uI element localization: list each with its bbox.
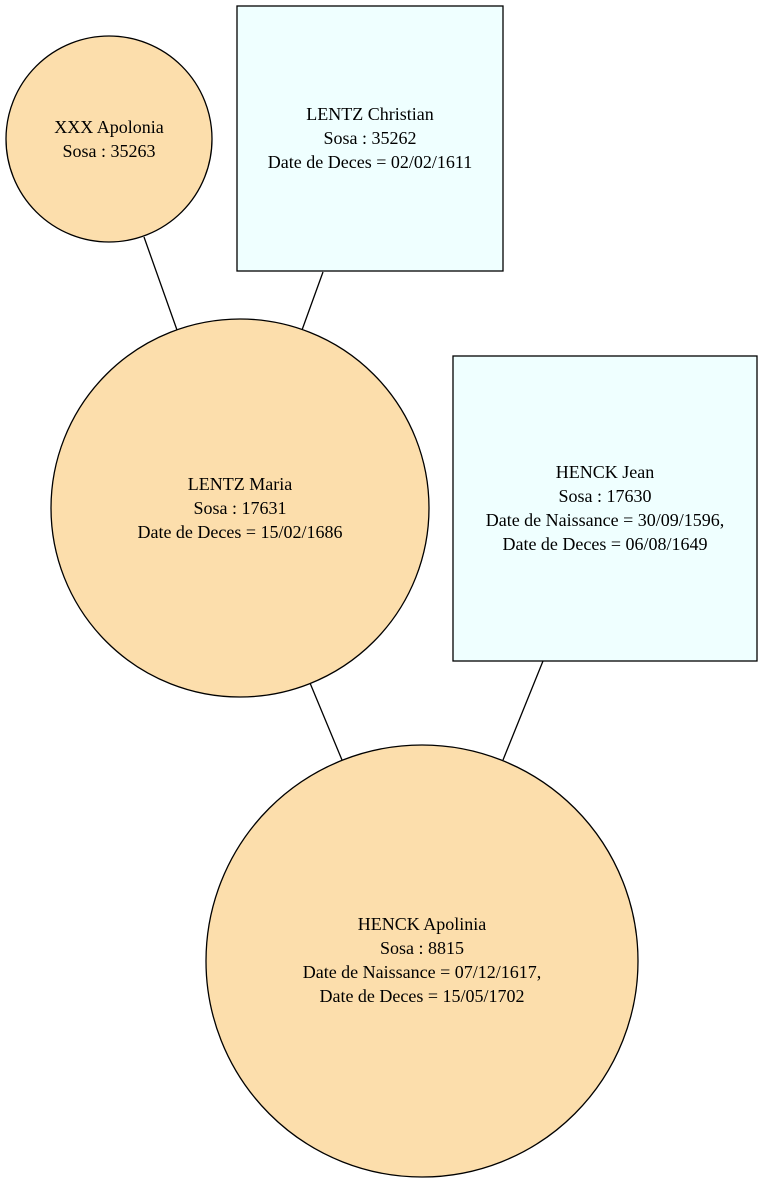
sosa-number: Sosa : 17631 (193, 498, 287, 518)
sosa-number: Sosa : 8815 (379, 938, 464, 958)
person-name: XXX Apolonia (54, 117, 164, 137)
node-apolonia-label: XXX Apolonia Sosa : 35263 (9, 89, 209, 189)
person-name: HENCK Apolinia (357, 914, 487, 934)
node-maria-label: LENTZ Maria Sosa : 17631 Date de Deces =… (90, 458, 390, 558)
death-date: Date de Deces = 15/05/1702 (319, 986, 525, 1006)
person-name: LENTZ Christian (306, 104, 434, 124)
person-name: HENCK Jean (555, 462, 655, 482)
sosa-number: Sosa : 17630 (558, 486, 652, 506)
node-apolinia-label: HENCK Apolinia Sosa : 8815 Date de Naiss… (252, 910, 592, 1010)
node-apolinia-circle (205, 744, 639, 1178)
death-date: Date de Deces = 15/02/1686 (137, 522, 343, 542)
sosa-number: Sosa : 35262 (323, 128, 417, 148)
birth-date: Date de Naissance = 07/12/1617, (302, 962, 542, 982)
node-christian-box (236, 5, 504, 272)
edge-jean-apolinia (502, 660, 544, 761)
node-apolonia-circle (5, 35, 213, 243)
death-date: Date de Deces = 02/02/1611 (267, 152, 473, 172)
death-date: Date de Deces = 06/08/1649 (502, 534, 708, 554)
edge-christian-maria (301, 271, 324, 331)
edge-maria-apolinia (309, 682, 343, 761)
node-jean-box (452, 355, 758, 662)
node-jean-label: HENCK Jean Sosa : 17630 Date de Naissanc… (453, 458, 757, 558)
person-name: LENTZ Maria (187, 474, 293, 494)
birth-date: Date de Naissance = 30/09/1596, (485, 510, 725, 530)
node-christian-label: LENTZ Christian Sosa : 35262 Date de Dec… (237, 88, 503, 188)
node-maria-circle (50, 318, 430, 698)
edge-apolonia-maria (143, 236, 178, 331)
sosa-number: Sosa : 35263 (62, 141, 156, 161)
